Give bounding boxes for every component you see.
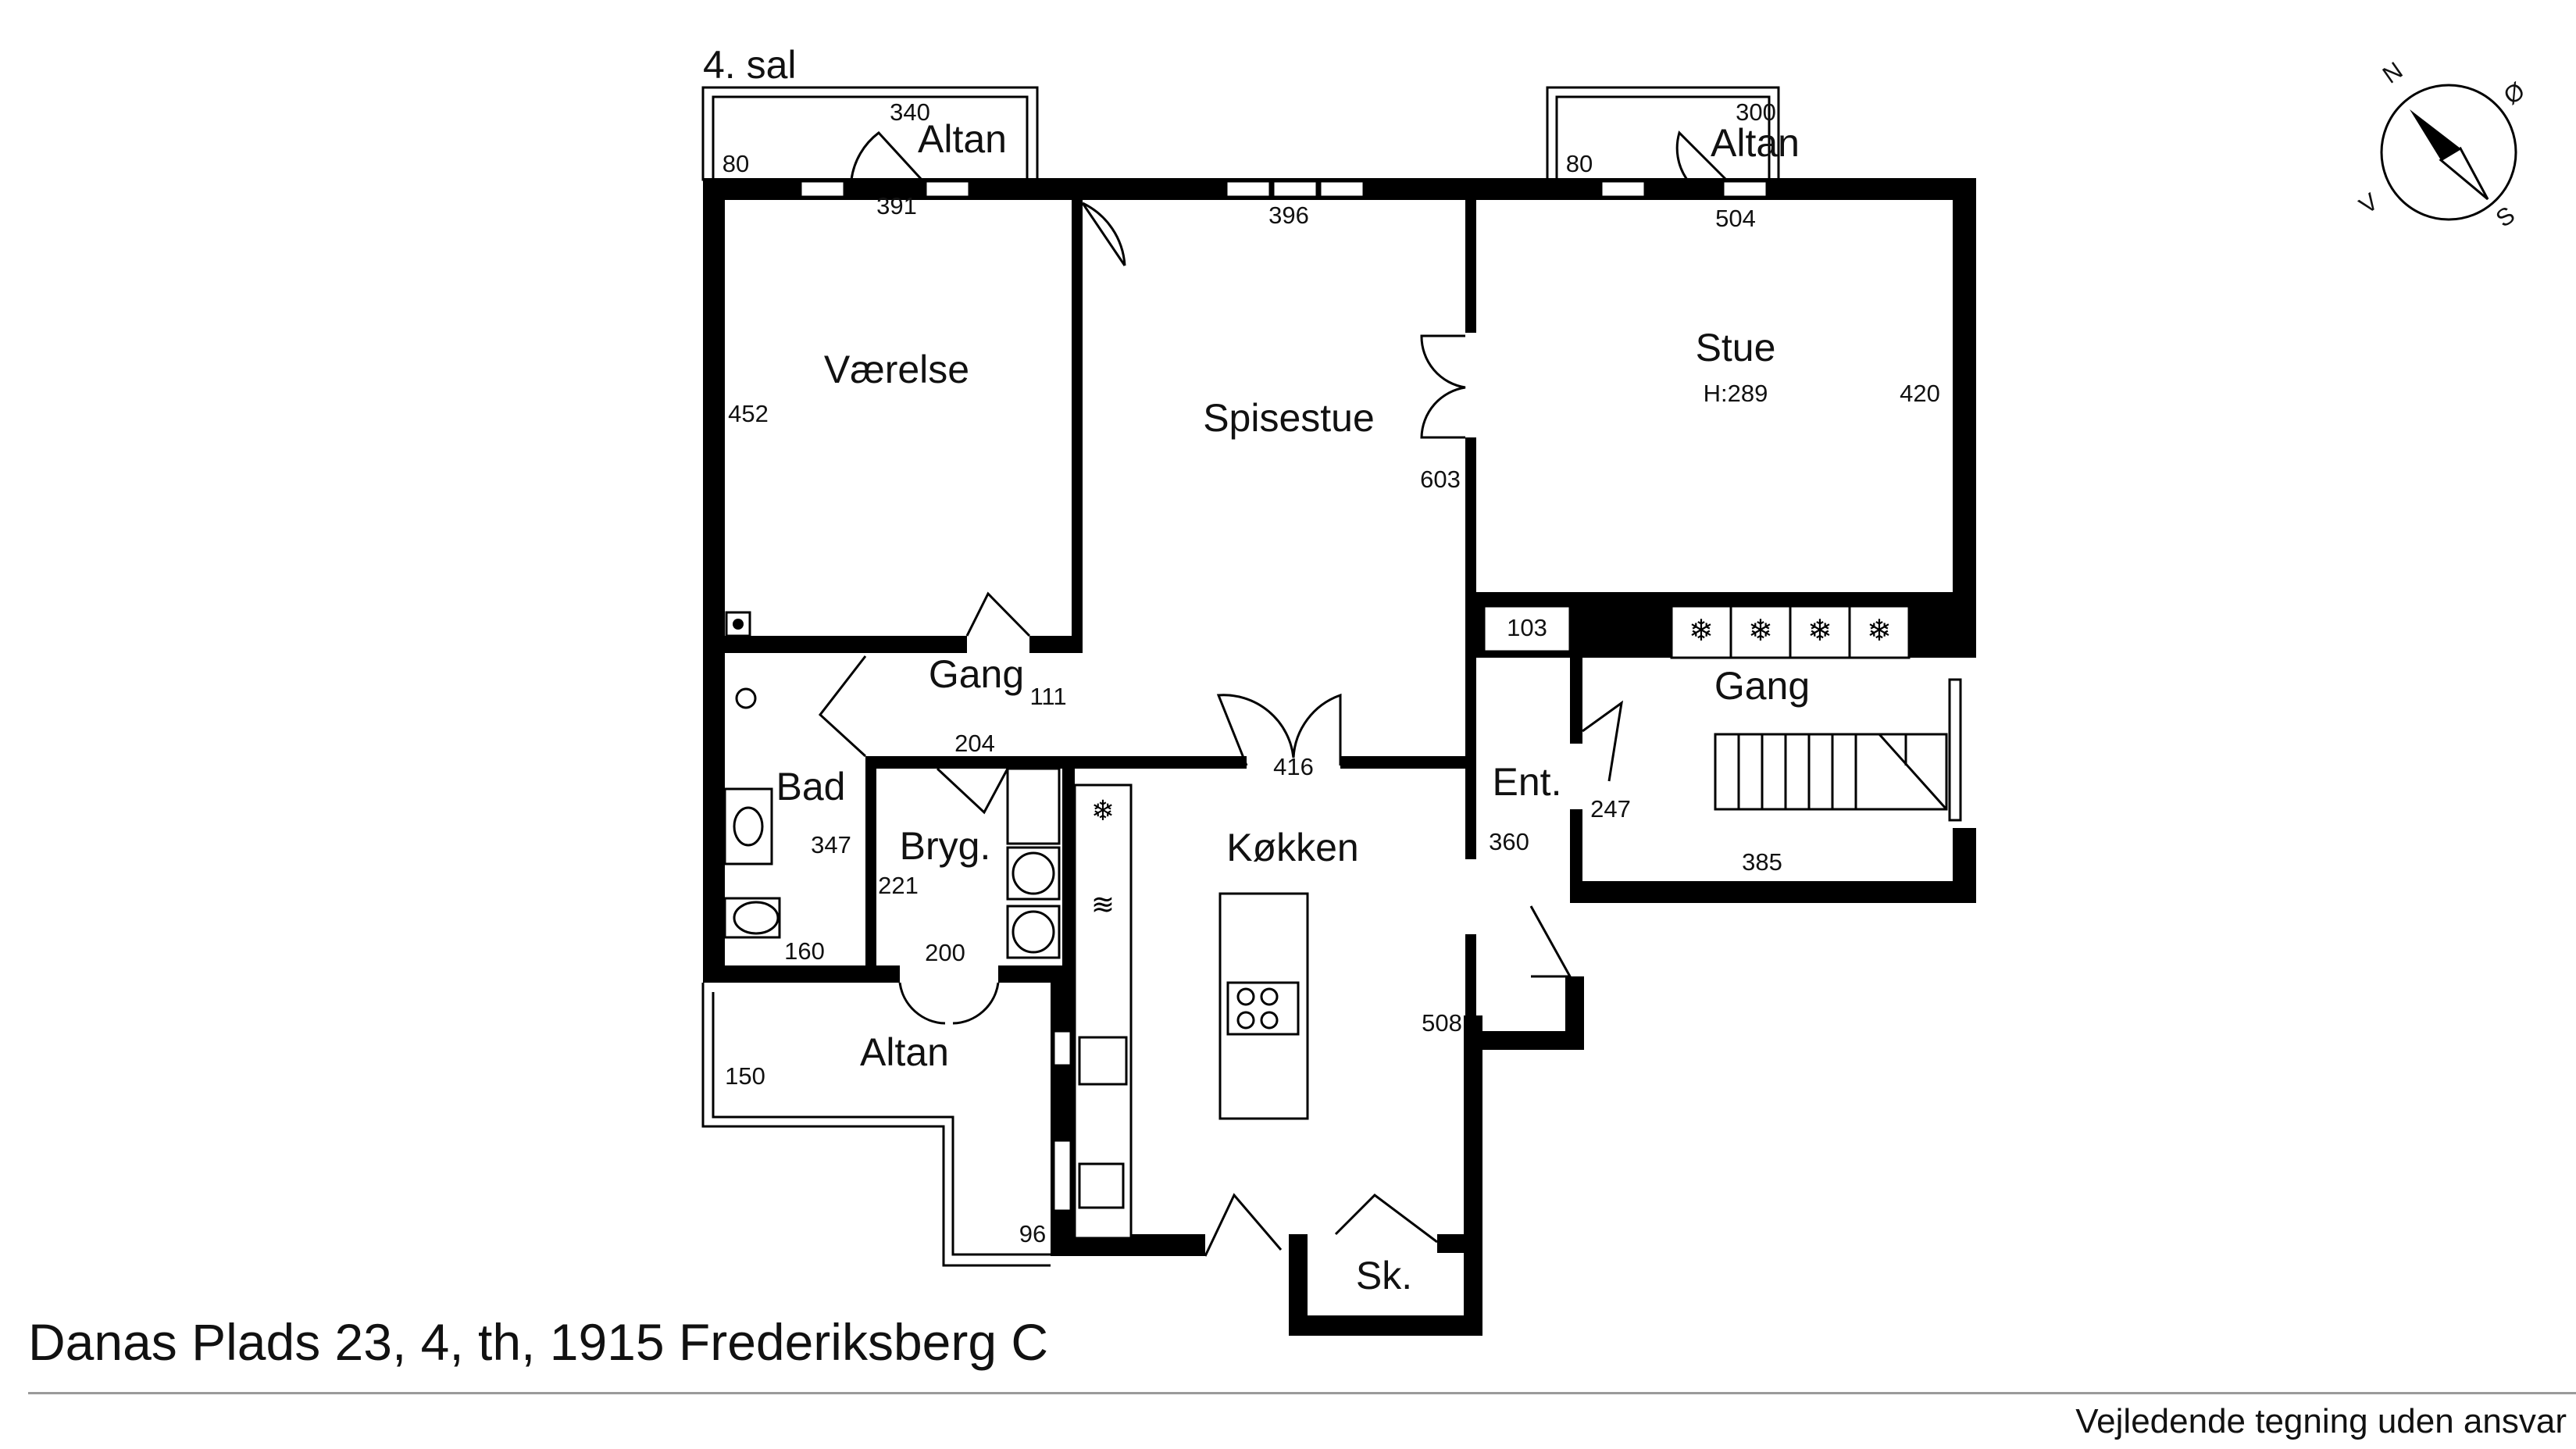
svg-text:❄: ❄ <box>1091 795 1115 827</box>
dim-340: 340 <box>890 98 930 126</box>
svg-text:❄: ❄ <box>1867 613 1892 648</box>
dim-221: 221 <box>878 872 919 899</box>
dim-103: 103 <box>1507 614 1547 641</box>
room-ent: Ent. <box>1493 760 1562 804</box>
dim-603: 603 <box>1420 466 1461 493</box>
room-bad: Bad <box>776 765 846 808</box>
dim-204: 204 <box>954 730 995 757</box>
compass-e: Ø <box>2499 77 2530 110</box>
doors <box>818 130 1728 1257</box>
dim-80-right: 80 <box>1566 150 1593 177</box>
room-altan-bottom: Altan <box>860 1030 949 1074</box>
dim-200: 200 <box>925 939 965 966</box>
room-altan-right: Altan <box>1711 121 1800 165</box>
dim-416: 416 <box>1273 753 1314 780</box>
room-labels: 4. sal Altan Altan Værelse Spisestue Stu… <box>703 43 1810 1297</box>
stue-height: H:289 <box>1704 380 1768 407</box>
dim-396: 396 <box>1268 202 1309 229</box>
dim-360: 360 <box>1489 828 1529 855</box>
dim-160: 160 <box>784 937 825 965</box>
dim-247: 247 <box>1590 795 1631 823</box>
dim-391: 391 <box>876 192 917 219</box>
compass-n: N <box>2378 56 2407 89</box>
fixtures: ❄ ❄ ❄ ❄ ❄ ≋ <box>723 605 1911 1240</box>
room-vaerelse: Værelse <box>824 348 969 391</box>
compass-s: S <box>2491 201 2520 233</box>
compass-w: V <box>2354 187 2383 219</box>
disclaimer-text: Vejledende tegning uden ansvar <box>2075 1402 2567 1440</box>
dim-385: 385 <box>1742 848 1782 876</box>
footer-divider <box>28 1392 2576 1394</box>
dim-508: 508 <box>1422 1009 1462 1037</box>
dimension-labels: 340 80 391 396 300 80 504 452 603 420 10… <box>722 98 1940 1247</box>
north-pointer-icon <box>2410 109 2460 160</box>
dim-96: 96 <box>1019 1220 1046 1247</box>
dim-111: 111 <box>1029 683 1066 710</box>
compass-rose: N Ø S V <box>2354 56 2530 233</box>
dim-420: 420 <box>1900 380 1940 407</box>
dim-300: 300 <box>1736 98 1776 126</box>
windows <box>799 180 1962 1212</box>
svg-text:❄: ❄ <box>1689 613 1714 648</box>
room-sk: Sk. <box>1356 1254 1412 1297</box>
dim-80-left: 80 <box>722 150 749 177</box>
room-spisestue: Spisestue <box>1203 396 1375 440</box>
room-gang-right: Gang <box>1714 664 1810 708</box>
svg-text:❄: ❄ <box>1748 613 1773 648</box>
svg-text:≋: ≋ <box>1091 889 1115 921</box>
room-gang-left: Gang <box>929 652 1024 696</box>
dim-347: 347 <box>811 831 851 858</box>
address-title: Danas Plads 23, 4, th, 1915 Frederiksber… <box>28 1313 1049 1371</box>
room-altan-left: Altan <box>918 117 1007 161</box>
svg-text:❄: ❄ <box>1807 613 1832 648</box>
dim-452: 452 <box>728 400 769 427</box>
room-koekken: Køkken <box>1226 826 1359 869</box>
room-bryg: Bryg. <box>900 824 991 868</box>
dim-150: 150 <box>725 1062 765 1090</box>
stairs <box>1714 733 1948 811</box>
floor-label: 4. sal <box>703 43 797 87</box>
dim-504: 504 <box>1715 205 1756 232</box>
room-stue: Stue <box>1696 326 1776 369</box>
